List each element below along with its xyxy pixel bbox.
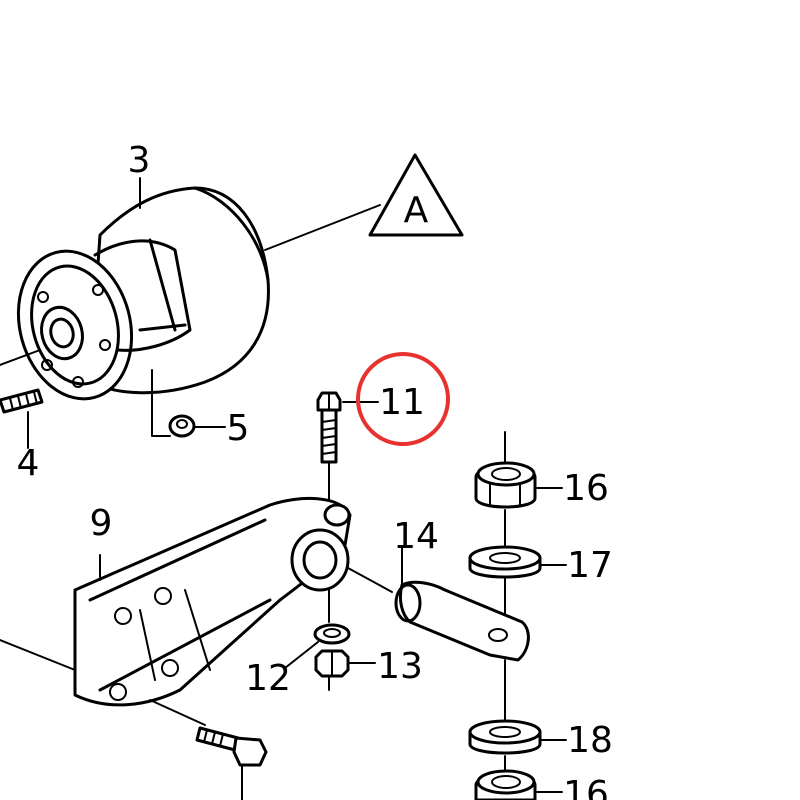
callout-9: 9	[90, 503, 113, 544]
part-3-engine-mount	[0, 186, 381, 401]
highlight-circle	[356, 352, 450, 446]
part-14-link	[347, 547, 530, 662]
reference-label: A	[404, 190, 429, 231]
part-18-washer	[468, 719, 567, 755]
callout-4: 4	[17, 443, 40, 484]
part-13-nut	[314, 649, 376, 691]
callout-13: 13	[377, 646, 423, 687]
callout-3: 3	[128, 140, 151, 181]
callout-12: 12	[245, 658, 291, 699]
callout-16-top: 16	[563, 468, 609, 509]
callout-11: 11	[379, 382, 425, 423]
reference-triangle-a: A	[368, 153, 464, 237]
part-16-nut-top	[474, 461, 563, 509]
part-12-washer	[284, 589, 351, 669]
right-stack	[468, 431, 567, 800]
part-9-bracket	[0, 496, 352, 726]
part-16-nut-bottom	[474, 769, 563, 800]
callout-14: 14	[393, 516, 439, 557]
callout-17: 17	[567, 545, 613, 586]
callout-18: 18	[567, 720, 613, 761]
part-4-stud	[0, 388, 44, 449]
callout-5: 5	[227, 408, 250, 449]
callout-labels: 3 4 5 9 11 12 13 14 16 17 18 16	[17, 140, 613, 800]
callout-16-bottom: 16	[563, 774, 609, 800]
bracket-bolt	[195, 726, 268, 800]
part-11-bolt	[316, 391, 379, 506]
part-5-nut	[151, 369, 226, 438]
part-17-washer	[468, 545, 567, 579]
